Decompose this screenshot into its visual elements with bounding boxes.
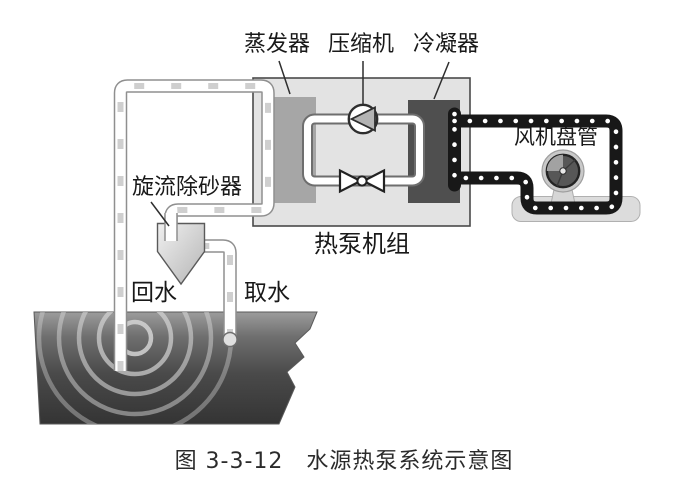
leader-line-sand-remover xyxy=(150,201,170,227)
evaporator-label: 蒸发器 xyxy=(244,32,311,57)
compressor-label: 压缩机 xyxy=(328,32,395,57)
foot-valve-ball xyxy=(222,331,238,348)
fan-coil-label: 风机盘管 xyxy=(514,125,598,149)
expansion-valve-icon xyxy=(338,168,386,194)
intake-water-label: 取水 xyxy=(244,280,290,306)
leader-line-evaporator xyxy=(278,60,291,95)
compressor-icon xyxy=(347,103,379,135)
figure-caption: 图 3-3-12 水源热泵系统示意图 xyxy=(174,449,514,474)
fan-icon xyxy=(541,149,585,193)
condenser-label: 冷凝器 xyxy=(413,32,480,57)
cyclone-sand-remover xyxy=(156,213,206,286)
cyclone-sand-remover-label: 旋流除砂器 xyxy=(132,175,243,200)
leader-line-condenser xyxy=(433,61,450,100)
heat-pump-unit-label: 热泵机组 xyxy=(314,230,410,258)
return-water-label: 回水 xyxy=(131,280,177,306)
water-body xyxy=(33,311,318,425)
